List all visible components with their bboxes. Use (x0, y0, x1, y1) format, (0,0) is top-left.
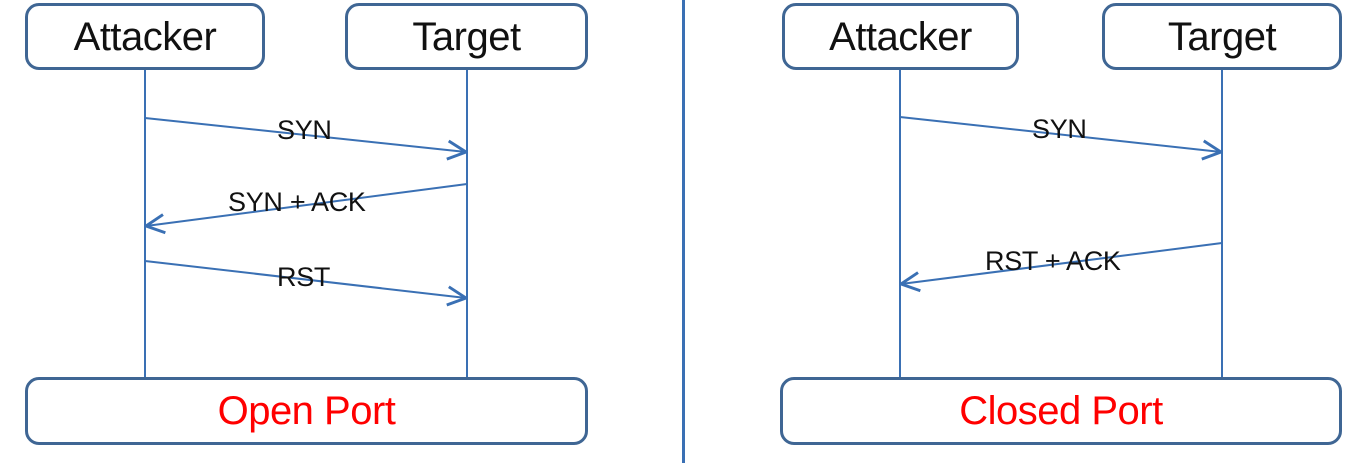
message-label-rst-open: RST (277, 262, 331, 292)
message-arrow-syn-closed (899, 116, 1221, 152)
actor-label-target-open: Target (412, 14, 521, 59)
result-box-open-port[interactable]: Open Port (25, 377, 588, 445)
message-label-syn-closed: SYN (1032, 114, 1087, 144)
message-label-rst-ack-closed: RST + ACK (985, 246, 1121, 276)
result-label-open-port: Open Port (217, 389, 396, 433)
actor-label-target-closed: Target (1167, 14, 1277, 59)
result-label-closed-port: Closed Port (959, 389, 1163, 433)
actor-label-attacker-open: Attacker (73, 14, 217, 59)
actor-box-attacker-open[interactable]: Attacker (25, 3, 265, 70)
message-arrow-rst-open (144, 260, 466, 298)
message-arrow-syn-open (144, 117, 466, 152)
message-arrow-rst-ack-closed (901, 242, 1223, 284)
actor-box-target-open[interactable]: Target (345, 3, 588, 70)
message-arrow-syn-ack-open (146, 183, 468, 226)
panel-divider (682, 0, 685, 463)
actor-box-attacker-closed[interactable]: Attacker (782, 3, 1019, 70)
message-label-syn-open: SYN (277, 115, 332, 145)
message-label-syn-ack-open: SYN + ACK (228, 187, 366, 217)
actor-box-target-closed[interactable]: Target (1102, 3, 1342, 70)
actor-label-attacker-closed: Attacker (829, 14, 972, 59)
result-box-closed-port[interactable]: Closed Port (780, 377, 1342, 445)
